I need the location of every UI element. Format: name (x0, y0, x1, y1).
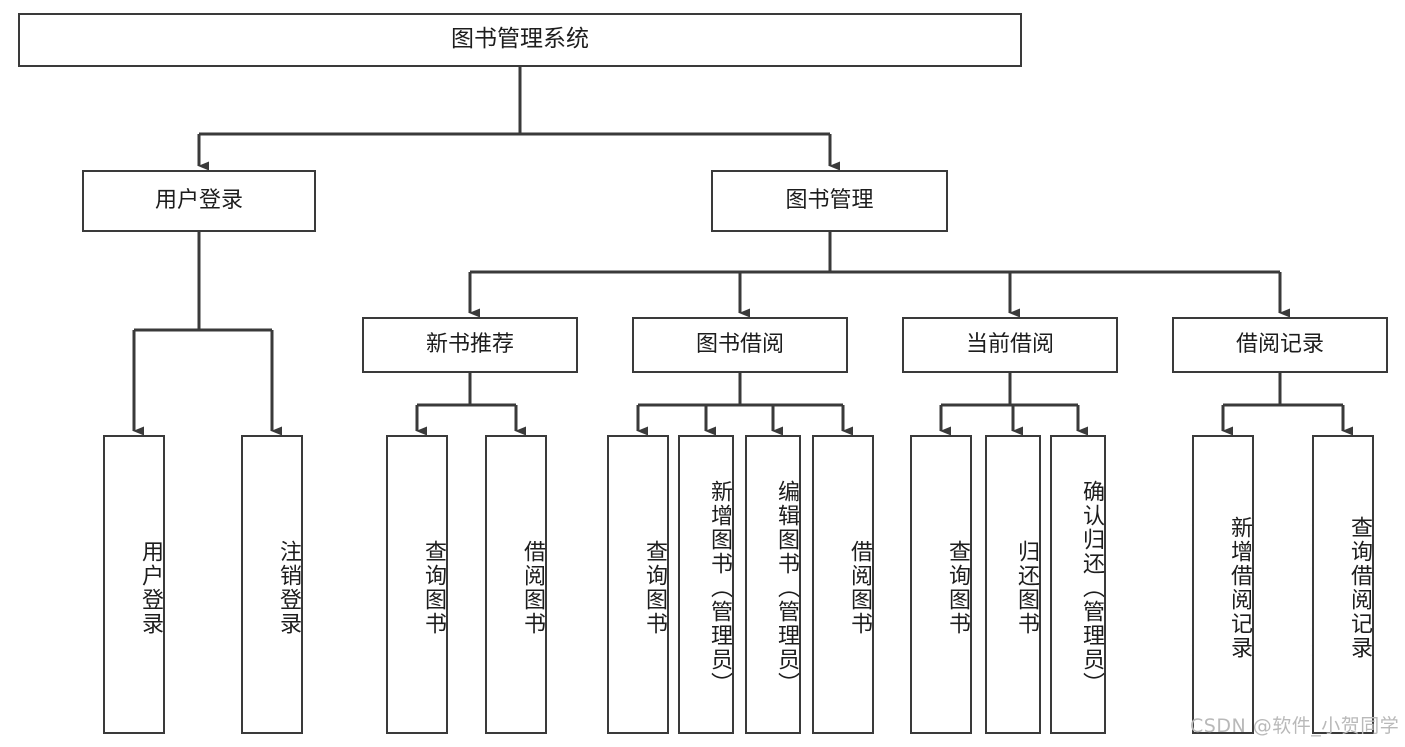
node-label: 确认归还（管理员） (1079, 479, 1104, 696)
node-label: 当前借阅 (965, 332, 1054, 358)
node-leaf-user-logout[interactable]: 注销登录 (241, 435, 303, 734)
node-leaf-user-login[interactable]: 用户登录 (103, 435, 165, 734)
node-label: 新增图书（管理员） (707, 479, 732, 696)
node-label: 归还图书 (1014, 539, 1039, 636)
node-book-borrow[interactable]: 图书借阅 (632, 317, 848, 373)
node-borrow-record[interactable]: 借阅记录 (1172, 317, 1388, 373)
node-leaf-borrow-book-2[interactable]: 借阅图书 (812, 435, 874, 734)
node-label: 图书借阅 (695, 332, 784, 358)
node-leaf-borrow-book-1[interactable]: 借阅图书 (485, 435, 547, 734)
node-label: 查询图书 (421, 539, 446, 636)
node-leaf-query-borrow-record[interactable]: 查询借阅记录 (1312, 435, 1374, 734)
node-label: 新增借阅记录 (1227, 515, 1252, 660)
node-leaf-add-book-admin[interactable]: 新增图书（管理员） (678, 435, 734, 734)
node-book-manage[interactable]: 图书管理 (711, 170, 948, 232)
node-leaf-query-book-2[interactable]: 查询图书 (607, 435, 669, 734)
node-label: 用户登录 (138, 539, 163, 636)
node-label: 用户登录 (154, 188, 243, 214)
node-label: 查询图书 (945, 539, 970, 636)
node-label: 查询图书 (642, 539, 667, 636)
node-root-system[interactable]: 图书管理系统 (18, 13, 1022, 67)
node-leaf-query-book-3[interactable]: 查询图书 (910, 435, 972, 734)
node-label: 新书推荐 (425, 332, 514, 358)
node-label: 图书管理系统 (451, 26, 589, 53)
node-new-book-recommend[interactable]: 新书推荐 (362, 317, 578, 373)
node-label: 图书管理 (785, 188, 874, 214)
node-leaf-return-book[interactable]: 归还图书 (985, 435, 1041, 734)
node-label: 编辑图书（管理员） (774, 479, 799, 696)
node-user-login[interactable]: 用户登录 (82, 170, 316, 232)
node-label: 借阅图书 (847, 539, 872, 636)
node-leaf-query-book-1[interactable]: 查询图书 (386, 435, 448, 734)
node-label: 查询借阅记录 (1347, 515, 1372, 660)
node-current-borrow[interactable]: 当前借阅 (902, 317, 1118, 373)
csdn-watermark: CSDN @软件_小贺同学 (1190, 715, 1400, 737)
node-leaf-confirm-return-admin[interactable]: 确认归还（管理员） (1050, 435, 1106, 734)
node-leaf-add-borrow-record[interactable]: 新增借阅记录 (1192, 435, 1254, 734)
node-label: 借阅图书 (520, 539, 545, 636)
node-label: 借阅记录 (1235, 332, 1324, 358)
node-label: 注销登录 (276, 539, 301, 636)
node-leaf-edit-book-admin[interactable]: 编辑图书（管理员） (745, 435, 801, 734)
